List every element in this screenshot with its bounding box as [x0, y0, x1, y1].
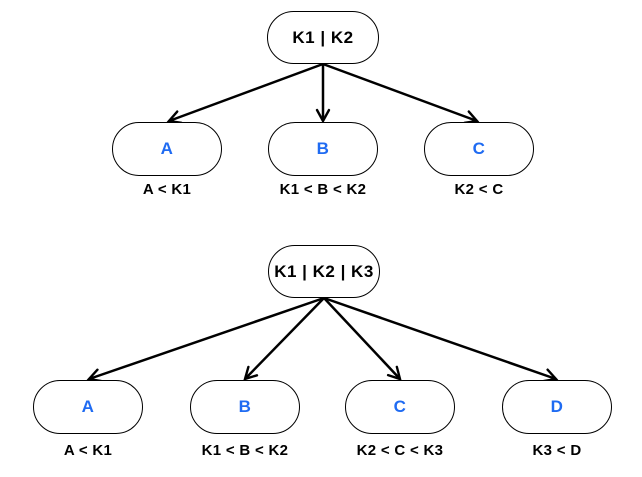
tree2-condition-c: K2 < C < K3	[356, 442, 444, 459]
tree2-root-node: K1 | K2 | K3	[268, 245, 380, 298]
tree1-condition-b: K1 < B < K2	[279, 181, 367, 198]
edge-root2-to-d	[323, 296, 559, 383]
tree2-child-node-a: A	[33, 380, 143, 434]
tree1-child-c-label: C	[472, 139, 486, 158]
tree1-root-node: K1 | K2	[267, 11, 379, 64]
tree1-condition-c: K2 < C	[454, 181, 504, 198]
tree2-root-label: K1 | K2 | K3	[274, 261, 374, 281]
edge-root1-to-a	[166, 62, 324, 125]
tree1-child-node-a: A	[112, 122, 222, 176]
tree2-child-c-label: C	[393, 397, 407, 416]
tree1-child-a-label: A	[160, 139, 174, 158]
tree2-child-node-b: B	[190, 380, 300, 434]
tree2-child-b-label: B	[238, 397, 252, 416]
tree1-child-node-c: C	[424, 122, 534, 176]
tree1-child-b-label: B	[316, 139, 330, 158]
edge-root2-to-a	[86, 296, 325, 383]
tree2-condition-a: A < K1	[63, 442, 113, 459]
edge-root2-to-b	[243, 297, 325, 381]
tree2-condition-d: K3 < D	[532, 442, 582, 459]
tree2-child-d-label: D	[550, 397, 564, 416]
tree2-condition-b: K1 < B < K2	[201, 442, 289, 459]
edge-root2-to-c	[323, 297, 402, 381]
tree1-child-node-b: B	[268, 122, 378, 176]
tree1-root-label: K1 | K2	[292, 27, 354, 47]
tree2-child-node-d: D	[502, 380, 612, 434]
tree2-child-a-label: A	[81, 397, 95, 416]
edge-root1-to-c	[322, 62, 480, 125]
tree1-condition-a: A < K1	[142, 181, 192, 198]
tree2-child-node-c: C	[345, 380, 455, 434]
